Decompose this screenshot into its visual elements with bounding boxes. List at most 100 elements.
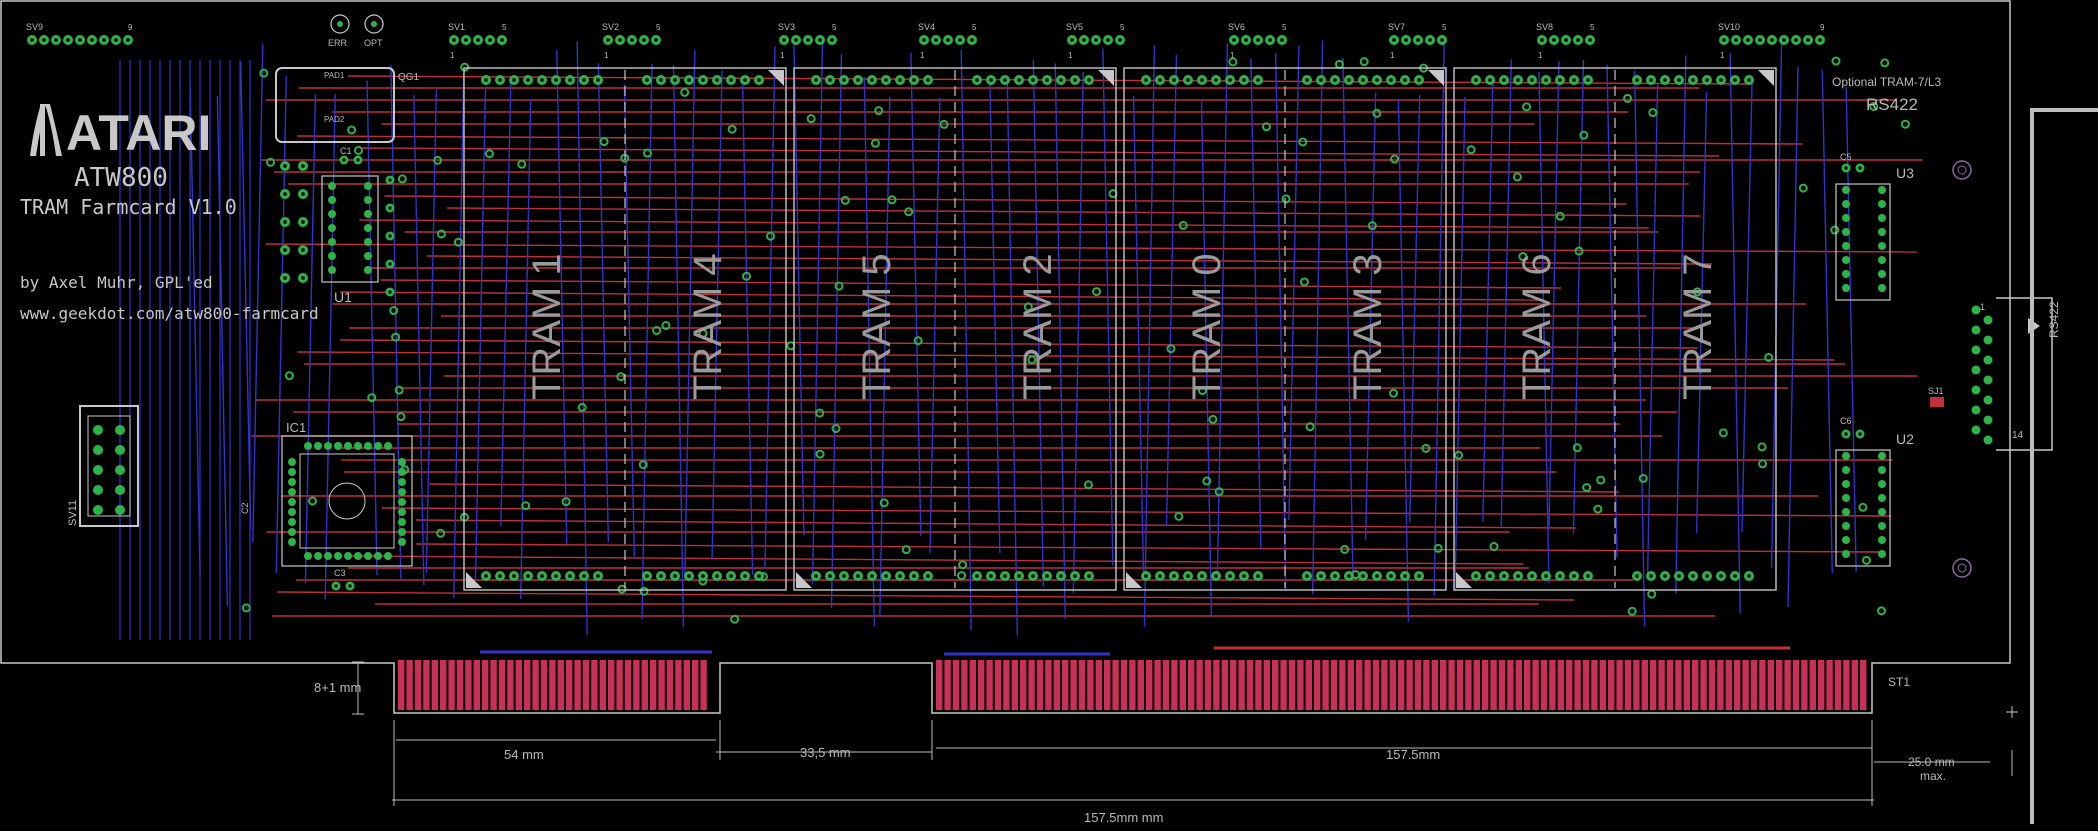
edge-finger: [675, 660, 682, 710]
header-pin-end: 5: [1442, 23, 1447, 32]
via: [1593, 504, 1603, 514]
sv11-label: SV11: [67, 500, 79, 526]
edge-finger: [1431, 660, 1438, 710]
edge-finger: [1213, 660, 1220, 710]
edge-finger: [574, 660, 581, 710]
edge-finger: [1423, 660, 1430, 710]
edge-finger: [994, 660, 1002, 710]
bottom-trace: [1729, 53, 1741, 614]
via: [1281, 194, 1291, 204]
header-label: SV5: [1066, 22, 1083, 32]
via: [1202, 476, 1212, 486]
header-pin-start: 1: [920, 51, 925, 60]
bottom-trace: [1454, 96, 1466, 592]
bottom-trace: [1143, 45, 1156, 627]
edge-finger: [1532, 660, 1539, 710]
bottom-trace: [1500, 59, 1512, 527]
tram-label: TRAM 2: [1016, 253, 1060, 400]
bottom-trace: [1433, 43, 1445, 596]
edge-finger: [1683, 660, 1690, 710]
via: [1900, 119, 1910, 129]
header-pin-end: 5: [832, 23, 837, 32]
bottom-trace: [189, 85, 201, 575]
via: [1299, 277, 1309, 287]
via: [1876, 606, 1886, 616]
via: [1596, 475, 1606, 485]
bottom-trace: [684, 49, 696, 579]
top-trace: [380, 279, 1562, 289]
top-trace: [429, 483, 1620, 493]
edge-finger: [961, 660, 968, 710]
edge-finger: [431, 660, 438, 710]
edge-finger: [549, 660, 556, 710]
via: [1359, 57, 1369, 67]
bottom-trace: [1250, 58, 1262, 550]
edge-finger: [1372, 660, 1380, 710]
edge-finger: [1272, 660, 1279, 710]
edge-finger: [1171, 660, 1178, 710]
bottom-trace: [1032, 60, 1045, 587]
edge-finger: [683, 660, 690, 710]
brand-wordmark: ATARI: [66, 105, 211, 161]
header-pin-end: 5: [1282, 23, 1287, 32]
header-label: SV10: [1718, 22, 1740, 32]
via: [259, 68, 269, 78]
bottom-trace: [1364, 92, 1377, 541]
via: [353, 145, 363, 155]
bottom-trace: [1200, 98, 1213, 618]
top-trace: [416, 543, 1880, 553]
via: [1372, 108, 1382, 118]
tram-block-outline: [793, 67, 1117, 591]
edge-finger: [1826, 660, 1833, 710]
edge-finger: [532, 660, 539, 710]
via: [394, 385, 404, 395]
author-text: by Axel Muhr, GPL'ed: [20, 273, 213, 292]
via: [1334, 59, 1344, 69]
edge-finger: [1406, 660, 1413, 710]
u3-label: U3: [1896, 165, 1914, 181]
bottom-trace: [366, 80, 378, 576]
via: [1518, 252, 1528, 262]
tram-block-outline: [1453, 67, 1777, 591]
st1-label: ST1: [1888, 675, 1910, 689]
bottom-trace: [239, 61, 252, 530]
via: [616, 372, 626, 382]
edge-finger: [1658, 660, 1665, 710]
edge-finger: [1524, 660, 1531, 710]
edge-finger: [1616, 660, 1623, 710]
edge-finger: [1700, 660, 1707, 710]
top-trace: [416, 519, 1576, 529]
via: [1454, 450, 1464, 460]
via: [241, 603, 251, 613]
edge-finger: [1104, 660, 1111, 710]
edge-finger: [1440, 660, 1447, 710]
edge-finger: [582, 660, 590, 710]
edge-finger: [1717, 660, 1724, 710]
via: [389, 306, 399, 316]
edge-finger: [557, 660, 564, 710]
edge-finger: [448, 660, 455, 710]
dimension-lines: [352, 661, 2013, 806]
via: [639, 586, 649, 596]
rs422-title: RS422: [1866, 95, 1918, 114]
edge-finger: [1540, 660, 1548, 710]
edge-finger: [1246, 660, 1254, 710]
edge-finger: [1179, 660, 1186, 710]
via: [1718, 428, 1728, 438]
via: [1648, 108, 1658, 118]
via: [367, 393, 377, 403]
via: [347, 125, 357, 135]
via: [1522, 102, 1532, 112]
bottom-trace: [1311, 40, 1324, 595]
via: [958, 560, 968, 570]
via: [879, 498, 889, 508]
tram-label: TRAM 5: [855, 253, 899, 400]
via: [939, 119, 949, 129]
via: [766, 231, 776, 241]
edge-finger: [1759, 660, 1766, 710]
oscillator-ref: QG1: [398, 72, 420, 83]
bottom-trace: [519, 99, 532, 600]
top-trace: [384, 195, 1627, 205]
c6-label: C6: [1840, 416, 1852, 426]
